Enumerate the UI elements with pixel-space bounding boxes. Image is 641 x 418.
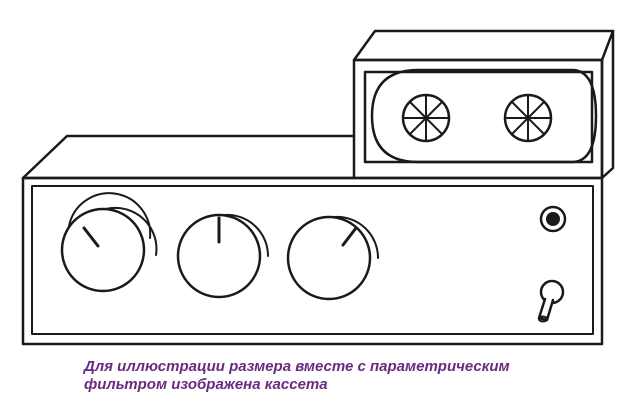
filter-top-face <box>21 134 356 180</box>
cassette-reel-left <box>401 93 451 143</box>
jack-socket-icon <box>539 205 567 233</box>
cassette-window <box>363 70 594 164</box>
knob-left-pointer <box>82 226 100 248</box>
cassette-front-face <box>352 58 604 180</box>
knob-middle <box>176 213 270 299</box>
filter-front-panel-inner <box>31 185 594 335</box>
cassette-reel-right <box>503 93 553 143</box>
cassette-reel-panel <box>370 68 598 164</box>
parametric-filter-box <box>21 134 604 346</box>
figure-caption: Для иллюстрации размера вместе с парамет… <box>84 358 624 394</box>
knob-right <box>286 215 380 301</box>
filter-front-panel <box>21 176 604 346</box>
knob-right-pointer <box>341 226 358 247</box>
cassette-top-face <box>352 29 615 62</box>
knob-left <box>60 192 158 293</box>
caption-line-1: Для иллюстрации размера вместе с парамет… <box>84 358 510 375</box>
toggle-switch-icon <box>537 279 565 323</box>
caption-line-2: фильтром изображена кассета <box>84 376 328 393</box>
cassette <box>352 29 615 180</box>
